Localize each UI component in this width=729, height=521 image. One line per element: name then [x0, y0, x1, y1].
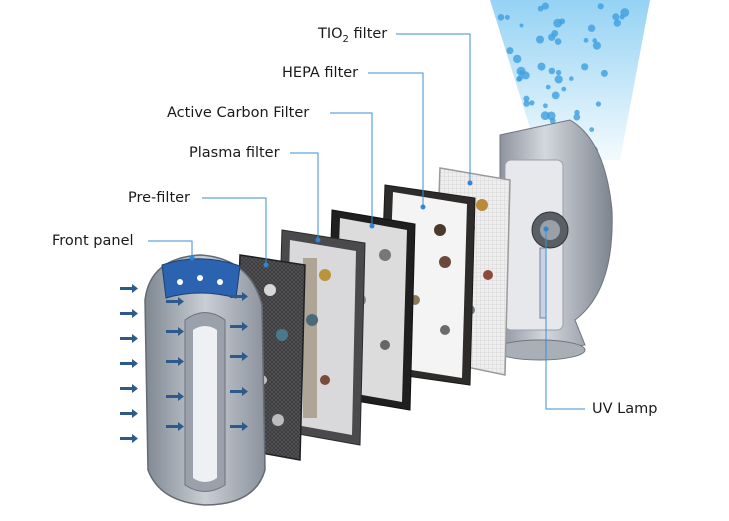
inflow-arrow-icon	[230, 322, 248, 331]
inflow-arrow-icon	[166, 422, 184, 431]
inflow-arrow-icon	[230, 387, 248, 396]
air-bubble-icon	[587, 24, 596, 32]
inflow-arrow-icon	[120, 384, 138, 393]
purifier-housing	[494, 119, 613, 361]
air-bubble-icon	[589, 127, 595, 132]
leader-line-hepa	[368, 72, 424, 207]
label-uv-lamp: UV Lamp	[592, 401, 658, 417]
air-bubble-icon	[581, 63, 589, 71]
air-bubble-icon	[595, 101, 602, 107]
air-bubble-icon	[517, 75, 523, 82]
air-bubble-icon	[612, 13, 620, 21]
inflow-arrow-icon	[166, 392, 184, 401]
air-bubble-icon	[497, 13, 505, 21]
air-bubble-icon	[554, 75, 563, 84]
air-bubble-icon	[545, 84, 551, 90]
air-bubble-icon	[529, 100, 535, 106]
leader-dots	[189, 180, 549, 268]
inflow-arrow-icon	[120, 434, 138, 443]
label-front-panel: Front panel	[52, 233, 134, 249]
air-bubble-icon	[537, 5, 544, 12]
air-bubble-icon	[513, 54, 522, 64]
air-bubble-icon	[547, 111, 556, 121]
air-bubble-icon	[555, 69, 562, 76]
leader-dot-active-carbon	[369, 223, 375, 229]
air-bubble-icon	[537, 62, 546, 71]
air-bubble-icon	[600, 69, 608, 77]
front-panel	[144, 254, 266, 506]
label-tio2-prefix: TIO	[318, 26, 343, 42]
label-tio2-subscript: 2	[342, 33, 349, 45]
air-bubble-icon	[523, 95, 530, 102]
label-tio2-filter: TIO2 filter	[318, 25, 387, 49]
air-bubble-icon	[554, 38, 562, 45]
air-bubble-icon	[619, 14, 625, 20]
leader-line-uv-lamp	[545, 229, 585, 410]
inflow-arrow-icon	[166, 327, 184, 336]
air-bubble-icon	[548, 67, 556, 75]
air-bubble-icons	[497, 2, 630, 156]
inflow-arrow-icon	[230, 292, 248, 301]
air-bubble-icon	[597, 3, 604, 10]
air-bubble-icon	[559, 18, 566, 25]
air-bubble-icon	[561, 86, 567, 92]
air-bubble-icon	[592, 41, 602, 50]
inflow-arrow-icon	[120, 409, 138, 418]
air-bubble-icon	[541, 2, 549, 10]
inflow-arrow-icon	[166, 357, 184, 366]
air-bubble-icon	[583, 37, 589, 43]
air-bubble-icon	[548, 33, 556, 41]
air-bubble-icon	[504, 14, 510, 20]
label-plasma-filter: Plasma filter	[189, 145, 280, 161]
leader-line-tio2	[396, 33, 471, 183]
inflow-arrow-icon	[120, 334, 138, 343]
label-tio2-suffix: filter	[348, 26, 388, 42]
leader-line-front-panel	[148, 240, 193, 258]
leader-dot-plasma	[315, 237, 321, 243]
air-bubble-icon	[519, 23, 524, 28]
leader-dot-tio2	[467, 180, 473, 186]
air-bubble-icon	[521, 71, 530, 80]
inflow-arrow-icon	[230, 352, 248, 361]
leader-dot-uv-lamp	[543, 226, 549, 232]
inflow-arrow-icons	[120, 284, 248, 443]
label-active-carbon-filter: Active Carbon Filter	[167, 105, 310, 121]
inflow-arrow-icon	[166, 297, 184, 306]
label-hepa-filter: HEPA filter	[282, 65, 359, 81]
leader-dot-pre-filter	[263, 262, 269, 268]
leader-line-plasma	[290, 152, 319, 240]
air-bubble-icon	[543, 103, 548, 109]
air-bubble-icon	[523, 100, 530, 107]
leader-dot-hepa	[420, 204, 426, 210]
inflow-arrow-icon	[120, 284, 138, 293]
leader-lines	[148, 33, 585, 410]
air-bubble-icon	[506, 47, 514, 55]
air-bubble-icon	[574, 109, 580, 116]
leader-line-pre-filter	[202, 197, 267, 265]
air-bubble-icon	[613, 19, 621, 27]
air-bubble-icon	[551, 91, 560, 100]
inflow-arrow-icon	[120, 359, 138, 368]
leader-dot-front-panel	[189, 255, 195, 261]
label-pre-filter: Pre-filter	[128, 190, 191, 206]
leader-line-active-carbon	[330, 112, 373, 226]
inflow-arrow-icon	[120, 309, 138, 318]
air-bubble-icon	[540, 111, 550, 120]
inflow-arrow-icon	[230, 422, 248, 431]
air-bubble-icon	[536, 35, 544, 44]
air-bubble-icon	[569, 76, 574, 81]
air-bubble-icon	[573, 113, 581, 121]
